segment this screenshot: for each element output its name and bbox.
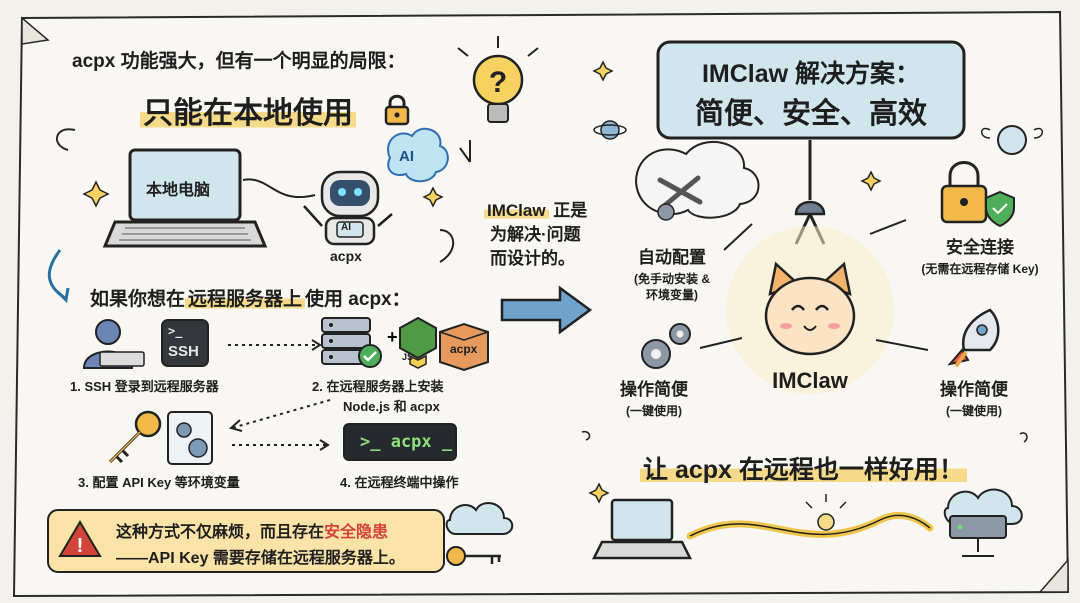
slogan: 让 acpx 在远程也一样好用！: [640, 450, 967, 486]
easy-right-label: 操作简便: [940, 380, 1008, 399]
local-only-headline: 只能在本地使用: [140, 88, 356, 132]
ssh-label: SSH: [168, 343, 199, 360]
step-1: 1. SSH 登录到远程服务器: [70, 379, 219, 394]
warning-line-1: 这种方式不仅麻烦，而且存在安全隐患: [116, 518, 388, 542]
user-icon: [82, 319, 145, 369]
box-label: acpx: [450, 342, 478, 356]
cloud-key-icon: [445, 502, 514, 566]
ssh-terminal-icon: [161, 319, 209, 367]
server-icon: [321, 317, 382, 368]
remote-heading: 如果你想在远程服务器上使用 acpx：: [90, 284, 411, 311]
key-icon: [108, 410, 162, 464]
nodejs-icon: [399, 316, 437, 369]
warning-text-a: 这种方式不仅麻烦，而且存在: [116, 524, 325, 541]
ssh-prompt: >_: [168, 324, 183, 338]
robot-label: acpx: [330, 248, 362, 264]
step-2: 2. 在远程服务器上安装: [312, 379, 444, 394]
warning-danger-text: 安全隐患: [324, 524, 389, 541]
warning-line-2: ——API Key 需要存储在远程服务器上。: [116, 550, 405, 567]
middle-line-1-rest: 正是: [548, 201, 588, 220]
solution-title-line-2: 简便、安全、高效: [694, 98, 927, 130]
ai-bubble-text: AI: [399, 148, 414, 165]
auto-config-sub-2: 环境变量): [646, 288, 698, 302]
solution-title-line-1: IMClaw 解决方案：: [701, 60, 921, 88]
remote-highlight: 远程服务器上: [185, 289, 306, 310]
svg-text:+: +: [387, 327, 398, 347]
terminal-window: [343, 423, 457, 461]
svg-text:?: ?: [489, 66, 507, 99]
middle-line-3: 而设计的。: [490, 249, 575, 268]
local-only-text: 只能在本地使用: [140, 97, 356, 130]
step-3: 3. 配置 API Key 等环境变量: [78, 475, 240, 490]
middle-line-1: IMClaw 正是: [484, 196, 587, 221]
lock-icon: [382, 94, 412, 131]
cat-mascot: [764, 261, 856, 356]
robot-icon: [303, 170, 393, 246]
easy-right-sub: (一键使用): [946, 404, 1002, 418]
tools-icon: [634, 140, 760, 221]
laptop-icon: [102, 148, 268, 248]
ai-brain-icon: [387, 127, 449, 183]
lock-shield-icon: [940, 161, 1015, 228]
laptop-label: 本地电脑: [146, 182, 211, 199]
small-laptop-icon: [591, 498, 693, 560]
gears-icon: [641, 323, 691, 369]
middle-imclaw: IMClaw: [484, 201, 549, 220]
config-doc-icon: [167, 411, 213, 465]
fairy-robot-icon: [981, 125, 1043, 155]
middle-line-2: 为解决·问题: [490, 225, 581, 244]
secure-sub: (无需在远程存储 Key): [921, 262, 1039, 276]
step-4: 4. 在远程终端中操作: [340, 475, 459, 490]
easy-left-label: 操作简便: [620, 380, 688, 399]
planet-icon: [593, 120, 627, 140]
warning-box: !: [47, 509, 445, 573]
intro-text: acpx 功能强大，但有一个明显的局限：: [72, 51, 406, 72]
easy-left-sub: (一键使用): [626, 404, 682, 418]
package-box-icon: [439, 322, 489, 372]
auto-config-sub-1: (免手动安装 &: [634, 272, 710, 286]
imclaw-center-label: IMClaw: [772, 368, 848, 393]
remote-prefix: 如果你想在: [90, 289, 186, 310]
step-2-cont: Node.js 和 acpx: [343, 399, 440, 414]
slogan-text: 让 acpx 在远程也一样好用！: [640, 456, 967, 484]
auto-config-label: 自动配置: [638, 248, 706, 267]
rocket-icon: [947, 308, 1000, 368]
robot-chest-text: AI: [341, 222, 351, 233]
solution-title-panel: [656, 40, 966, 140]
secure-label: 安全连接: [946, 238, 1014, 257]
terminal-text: >_ acpx _: [360, 432, 453, 452]
arrow-right: [500, 285, 593, 335]
nodejs-label: JS: [402, 352, 414, 362]
lightbulb-icon: ?: [457, 36, 539, 123]
svg-text:!: !: [77, 535, 84, 557]
remote-suffix: 使用 acpx：: [305, 289, 411, 310]
cloud-server-icon: [943, 488, 1023, 557]
